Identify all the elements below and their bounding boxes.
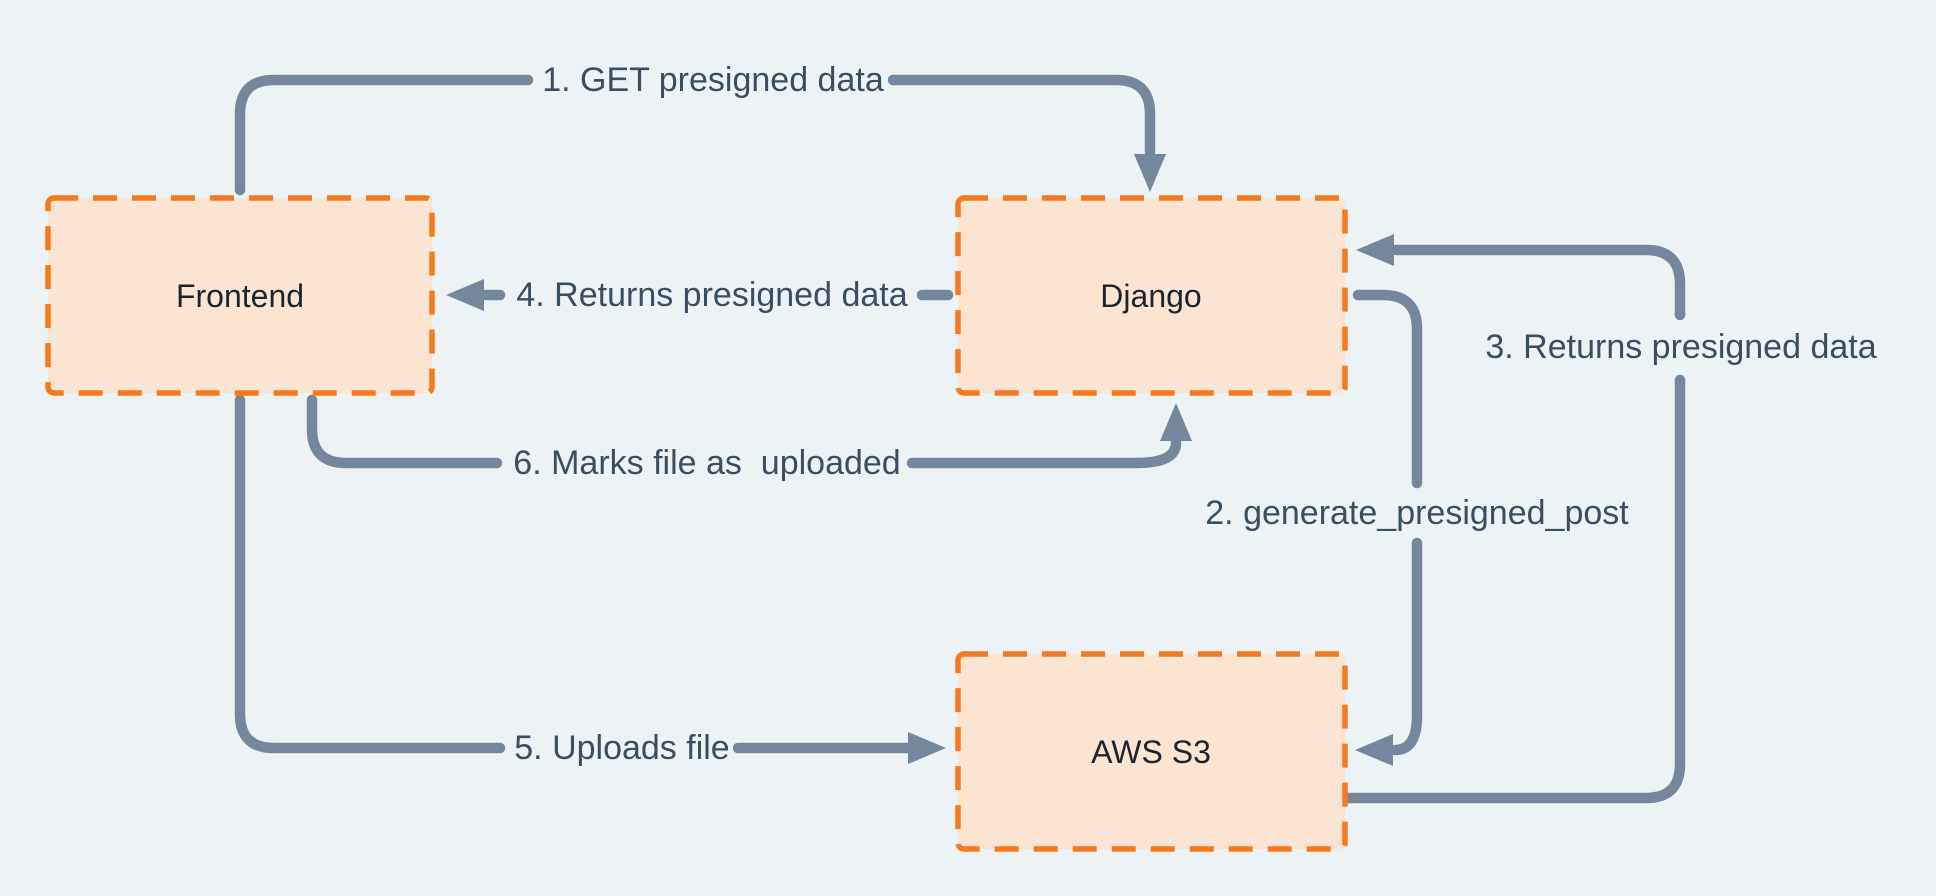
node-box: [45, 195, 435, 396]
node-box: [955, 195, 1348, 396]
connector-line: [906, 437, 1182, 469]
node-aws-s3: AWS S3: [955, 651, 1348, 852]
arrowhead-up-icon: [1160, 403, 1192, 441]
connector-line: [1389, 537, 1423, 756]
connector-line: [306, 394, 503, 469]
node-frontend: Frontend: [45, 195, 435, 396]
node-django: Django: [955, 195, 1348, 396]
edge-label: 4. Returns presigned data: [516, 276, 907, 314]
node-box: [955, 651, 1348, 852]
node-label: Frontend: [176, 278, 304, 314]
connector-line: [234, 394, 506, 754]
connector-line: [1390, 244, 1686, 321]
edge-label: 2. generate_presigned_post: [1205, 494, 1629, 532]
edge-label: 3. Returns presigned data: [1485, 328, 1876, 366]
edge-marks-file-as-uploaded: 6. Marks file as uploaded: [306, 394, 1192, 482]
edge-generate-presigned-post: 2. generate_presigned_post: [1205, 289, 1629, 766]
connector-line: [887, 74, 1156, 158]
edge-label: 6. Marks file as uploaded: [513, 444, 900, 482]
edge-uploads-file: 5. Uploads file: [234, 394, 946, 767]
edge-label: 5. Uploads file: [514, 729, 729, 767]
node-label: AWS S3: [1091, 734, 1211, 770]
arrowhead-left-icon: [1356, 234, 1394, 266]
connector-line: [1352, 289, 1423, 489]
arrowhead-left-icon: [446, 279, 484, 311]
connector-line: [234, 74, 534, 196]
edge-get-presigned-data: 1. GET presigned data: [234, 61, 1166, 196]
node-label: Django: [1100, 278, 1201, 314]
edge-label: 1. GET presigned data: [542, 61, 884, 99]
arrowhead-right-icon: [908, 732, 946, 764]
arrowhead-down-icon: [1134, 154, 1166, 192]
edge-returns-presigned-data-to-frontend: 4. Returns presigned data: [446, 276, 954, 314]
edge-returns-presigned-data-to-django: 3. Returns presigned data: [1339, 234, 1877, 804]
connector-line: [1339, 374, 1686, 804]
arrowhead-left-icon: [1355, 734, 1393, 766]
